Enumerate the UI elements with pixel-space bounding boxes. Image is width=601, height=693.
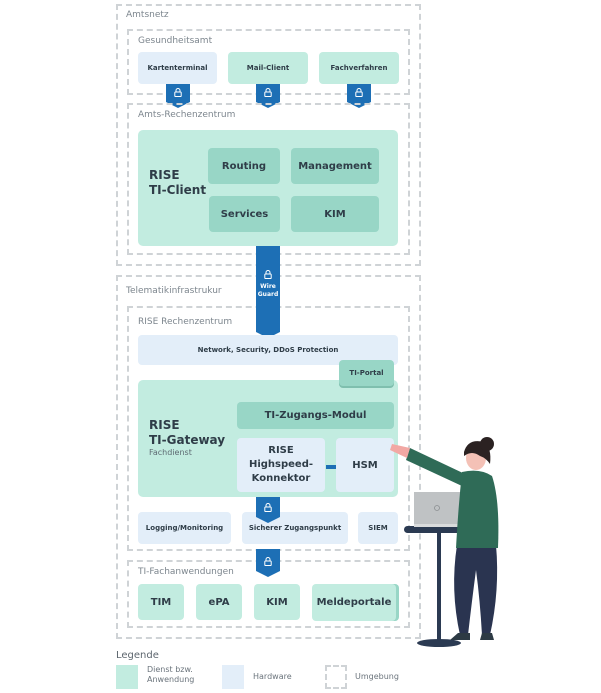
ti-zugangs-modul-box: TI-Zugangs-Modul bbox=[237, 402, 394, 429]
legend-service-line2: Anwendung bbox=[147, 675, 195, 684]
ti-gateway-subtitle: Fachdienst bbox=[149, 448, 192, 457]
siem-box: SIEM bbox=[358, 512, 398, 544]
routing-module: Routing bbox=[208, 148, 280, 184]
ti-client-title: RISE TI-Client bbox=[149, 168, 206, 198]
zone-label-amts-rechenzentrum: Amts-Rechenzentrum bbox=[138, 110, 236, 120]
ti-client-title-line1: RISE bbox=[149, 168, 180, 182]
lock-zugangspunkt bbox=[256, 497, 280, 523]
legend-text-environment: Umgebung bbox=[355, 672, 399, 681]
logging-monitoring-box: Logging/Monitoring bbox=[138, 512, 231, 544]
wireguard-label-line2: Guard bbox=[257, 291, 279, 298]
konnektor-line1: RISE bbox=[268, 445, 294, 456]
lock-icon bbox=[264, 503, 272, 512]
lock-fachanwendungen bbox=[256, 549, 280, 577]
laptop-screen bbox=[414, 492, 460, 525]
laptop-base bbox=[414, 524, 464, 527]
zone-label-telematik: Telematikinfrastrukur bbox=[126, 286, 222, 296]
epa-box: ePA bbox=[196, 584, 242, 620]
person-shoe-left bbox=[450, 633, 470, 640]
lock-icon bbox=[174, 88, 182, 97]
person-illustration bbox=[390, 437, 499, 647]
lock-icon bbox=[264, 88, 272, 97]
wireguard-label-line1: Wire bbox=[260, 283, 276, 290]
wireguard-label: Wire Guard bbox=[258, 283, 279, 299]
ti-client-title-line2: TI-Client bbox=[149, 183, 207, 197]
hsm-box: HSM bbox=[336, 438, 394, 492]
kim-box: KIM bbox=[254, 584, 300, 620]
zone-label-ti-fachanwendungen: TI-Fachanwendungen bbox=[138, 567, 234, 577]
legend-swatch-service bbox=[116, 665, 138, 689]
lock-fachverfahren bbox=[347, 84, 371, 108]
management-module: Management bbox=[291, 148, 379, 184]
meldeportale-box: Meldeportale bbox=[312, 584, 396, 621]
table-leg bbox=[437, 532, 441, 642]
konnektor-line3: Konnektor bbox=[251, 473, 311, 484]
konnektor-hsm-connector bbox=[326, 465, 336, 469]
fachverfahren-box: Fachverfahren bbox=[319, 52, 399, 84]
person-arm bbox=[406, 448, 465, 486]
person-hair-bun bbox=[480, 437, 494, 451]
services-module: Services bbox=[209, 196, 280, 232]
lock-kartenterminal bbox=[166, 84, 190, 108]
table-top bbox=[404, 526, 474, 533]
zone-label-rise-rechenzentrum: RISE Rechenzentrum bbox=[138, 317, 233, 327]
ti-gateway-title-line2: TI-Gateway bbox=[149, 433, 226, 447]
legend-service-line1: Dienst bzw. bbox=[147, 665, 193, 674]
person-hand bbox=[390, 444, 410, 458]
person-legs bbox=[454, 545, 498, 635]
legend-swatch-hardware bbox=[222, 665, 244, 689]
lock-icon bbox=[264, 270, 272, 279]
zone-label-amtsnetz: Amtsnetz bbox=[126, 10, 169, 20]
ti-portal-box: TI-Portal bbox=[339, 360, 394, 386]
kartenterminal-box: Kartenterminal bbox=[138, 52, 217, 84]
legend-text-hardware: Hardware bbox=[253, 672, 292, 681]
legend-text-service: Dienst bzw. Anwendung bbox=[147, 665, 194, 685]
legend-title: Legende bbox=[116, 650, 159, 661]
ti-gateway-title-line1: RISE bbox=[149, 418, 180, 432]
tim-box: TIM bbox=[138, 584, 184, 620]
lock-icon bbox=[264, 557, 272, 566]
mail-client-box: Mail-Client bbox=[228, 52, 308, 84]
konnektor-line2: Highspeed- bbox=[248, 459, 314, 470]
legend-swatch-environment bbox=[325, 665, 347, 689]
table-base bbox=[417, 639, 461, 647]
laptop-logo bbox=[434, 505, 440, 511]
person-shoe-right bbox=[480, 633, 494, 640]
highspeed-konnektor-box: RISE Highspeed- Konnektor bbox=[237, 438, 325, 492]
person-sweater bbox=[456, 470, 499, 548]
ti-gateway-title: RISE TI-Gateway Fachdienst bbox=[149, 418, 225, 458]
lock-mail-client bbox=[256, 84, 280, 108]
zone-label-gesundheitsamt: Gesundheitsamt bbox=[138, 36, 213, 46]
lock-icon bbox=[355, 88, 363, 97]
kim-module: KIM bbox=[291, 196, 379, 232]
wireguard-tunnel: Wire Guard bbox=[256, 246, 280, 338]
